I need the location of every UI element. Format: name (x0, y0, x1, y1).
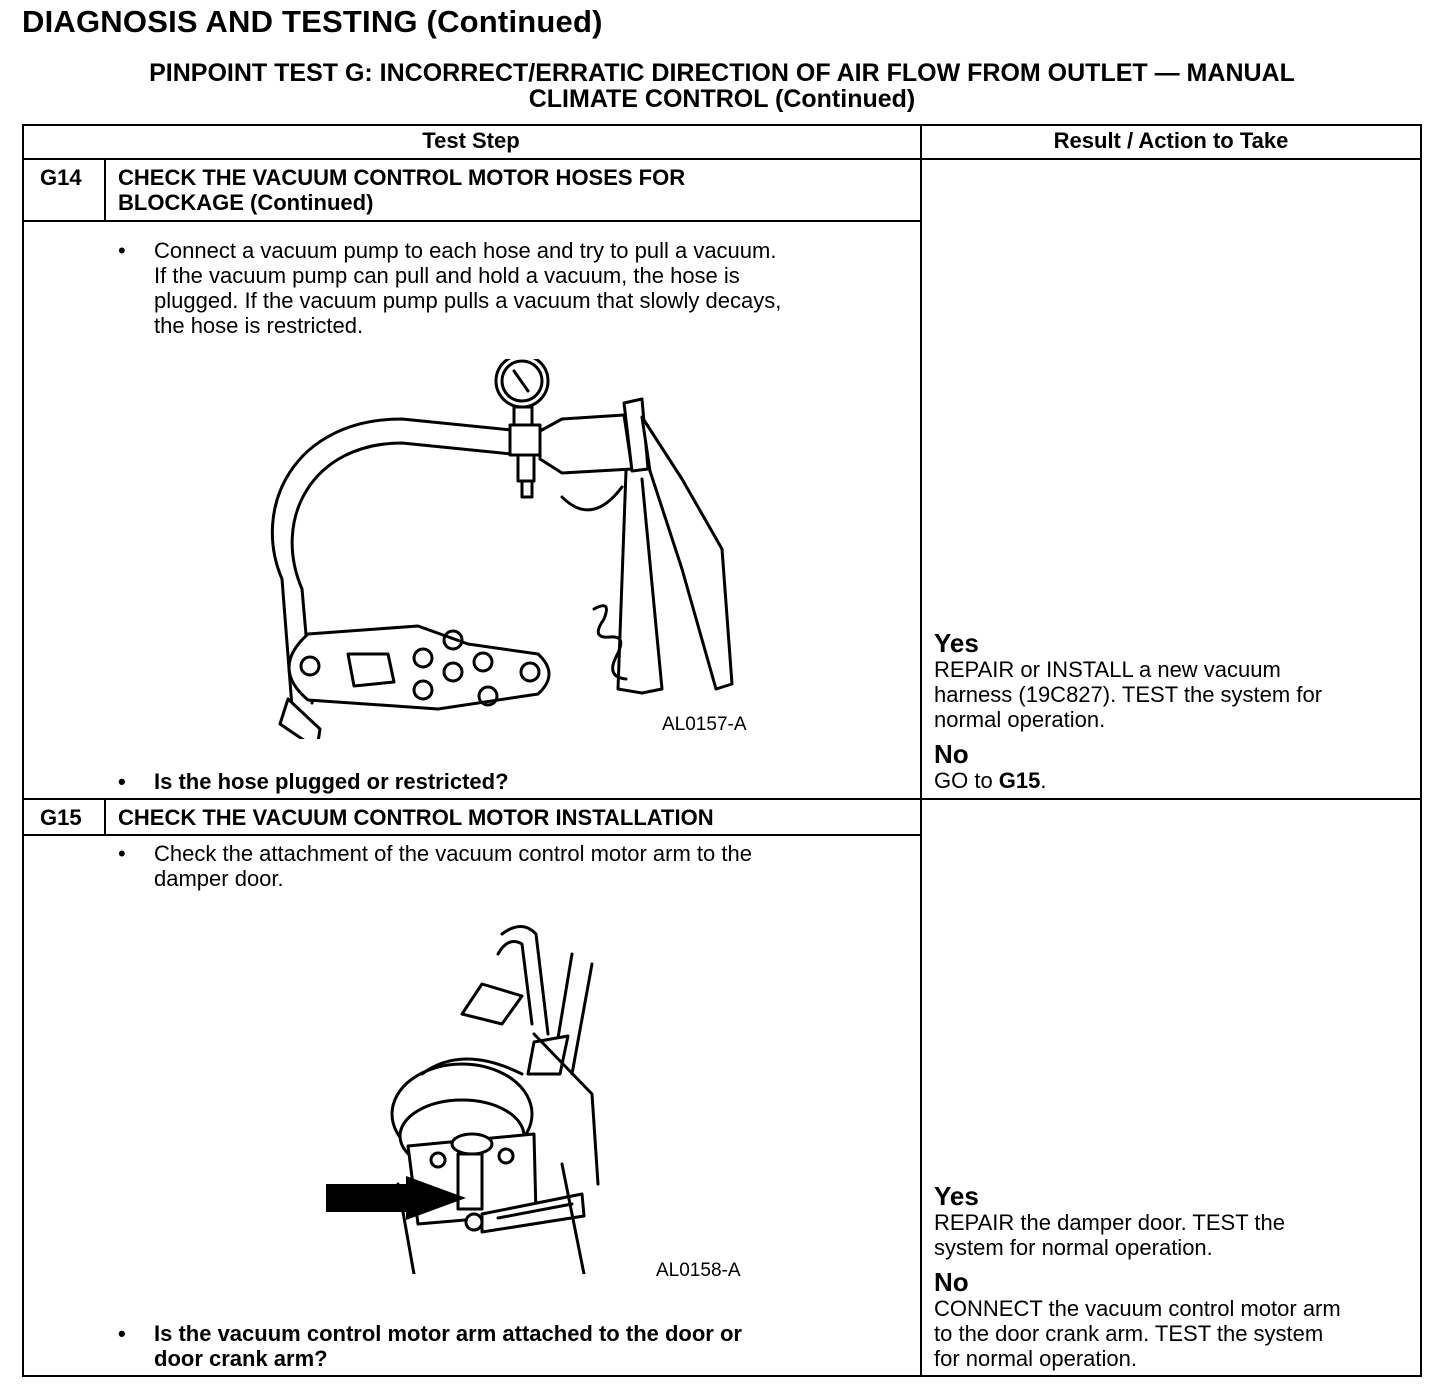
bullet: • (118, 1321, 126, 1346)
subtitle-line-2: CLIMATE CONTROL (Continued) (528, 85, 916, 113)
figure-label-al0157: AL0157-A (662, 714, 747, 735)
g14-instruction: • Connect a vacuum pump to each hose and… (118, 238, 908, 338)
step-title-g14: CHECK THE VACUUM CONTROL MOTOR HOSES FOR… (118, 165, 685, 215)
vacuum-motor-illustration (390, 925, 600, 1274)
step-id-g15: G15 (40, 805, 82, 830)
g15-no-label: No (934, 1267, 969, 1297)
g15-no-line1: CONNECT the vacuum control motor arm (934, 1296, 1341, 1321)
step-title-g14-line1: CHECK THE VACUUM CONTROL MOTOR HOSES FOR (118, 165, 686, 190)
g15-no-line2: to the door crank arm. TEST the system (934, 1321, 1324, 1346)
g15-yes-line2: system for normal operation. (934, 1235, 1213, 1260)
table-border-left (22, 124, 24, 1377)
g15-title-border (22, 834, 922, 836)
g15-question: • Is the vacuum control motor arm attach… (118, 1321, 908, 1373)
g14-yes-label: Yes (934, 628, 979, 658)
bullet: • (118, 841, 126, 866)
g14-yes-line3: normal operation. (934, 707, 1106, 732)
row-separator (22, 798, 1422, 800)
g15-question-text: Is the vacuum control motor arm attached… (154, 1321, 742, 1371)
subtitle-line-1: PINPOINT TEST G: INCORRECT/ERRATIC DIREC… (149, 59, 1295, 87)
g14-instruction-line3: plugged. If the vacuum pump pulls a vacu… (154, 288, 782, 313)
g14-title-border (22, 220, 922, 222)
g15-instruction-line2: damper door. (154, 866, 284, 891)
step-id-g14: G14 (40, 165, 82, 190)
table-border-bottom (22, 1375, 1422, 1377)
g14-instruction-line4: the hose is restricted. (154, 313, 364, 338)
g15-question-line2: door crank arm? (154, 1346, 328, 1371)
g14-question: • Is the hose plugged or restricted? (118, 769, 908, 795)
table-border-right (1420, 124, 1422, 1377)
g14-instruction-line2: If the vacuum pump can pull and hold a v… (154, 263, 740, 288)
g15-question-line1: Is the vacuum control motor arm attached… (154, 1321, 742, 1346)
test-table: Test Step Result / Action to Take G14 CH… (22, 124, 1422, 1377)
g14-question-text: Is the hose plugged or restricted? (154, 769, 509, 794)
pinpoint-test-title: PINPOINT TEST G: INCORRECT/ERRATIC DIREC… (22, 60, 1422, 112)
g15-no-line3: for normal operation. (934, 1346, 1137, 1371)
g14-no-prefix: GO to (934, 768, 999, 793)
g15-yes-line1: REPAIR the damper door. TEST the (934, 1210, 1285, 1235)
column-header-result: Result / Action to Take (1053, 128, 1289, 153)
g14-instruction-line1: Connect a vacuum pump to each hose and t… (154, 238, 777, 263)
g14-no-action: GO to G15. (934, 768, 1414, 793)
column-header-test-step: Test Step (422, 128, 520, 153)
g15-id-divider (104, 799, 106, 835)
g14-instruction-text: Connect a vacuum pump to each hose and t… (154, 238, 781, 338)
arrow-icon (326, 1176, 466, 1220)
g14-yes-line1: REPAIR or INSTALL a new vacuum (934, 657, 1281, 682)
g15-result: Yes REPAIR the damper door. TEST the sys… (934, 1182, 1414, 1371)
bullet: • (118, 769, 126, 794)
g14-yes-line2: harness (19C827). TEST the system for (934, 682, 1323, 707)
page-title: DIAGNOSIS AND TESTING (Continued) (22, 4, 603, 39)
g14-result: Yes REPAIR or INSTALL a new vacuum harne… (934, 629, 1414, 793)
g15-instruction-line1: Check the attachment of the vacuum contr… (154, 841, 752, 866)
g15-instruction: • Check the attachment of the vacuum con… (118, 841, 908, 893)
header-row-border (22, 158, 1422, 160)
vacuum-pump-illustration (270, 359, 734, 739)
vacuum-connector-illustration (287, 624, 551, 711)
table-border-top (22, 124, 1422, 126)
g15-yes-label: Yes (934, 1181, 979, 1211)
g15-instruction-text: Check the attachment of the vacuum contr… (154, 841, 752, 891)
step-title-g14-line2: BLOCKAGE (Continued) (118, 190, 374, 215)
figure-label-al0158: AL0158-A (656, 1260, 741, 1281)
bullet: • (118, 238, 126, 263)
g14-no-label: No (934, 739, 969, 769)
g14-no-target: G15 (998, 768, 1041, 793)
column-divider (920, 124, 922, 1377)
g14-no-suffix: . (1040, 768, 1047, 793)
step-title-g15: CHECK THE VACUUM CONTROL MOTOR INSTALLAT… (118, 805, 714, 830)
g14-id-divider (104, 159, 106, 221)
